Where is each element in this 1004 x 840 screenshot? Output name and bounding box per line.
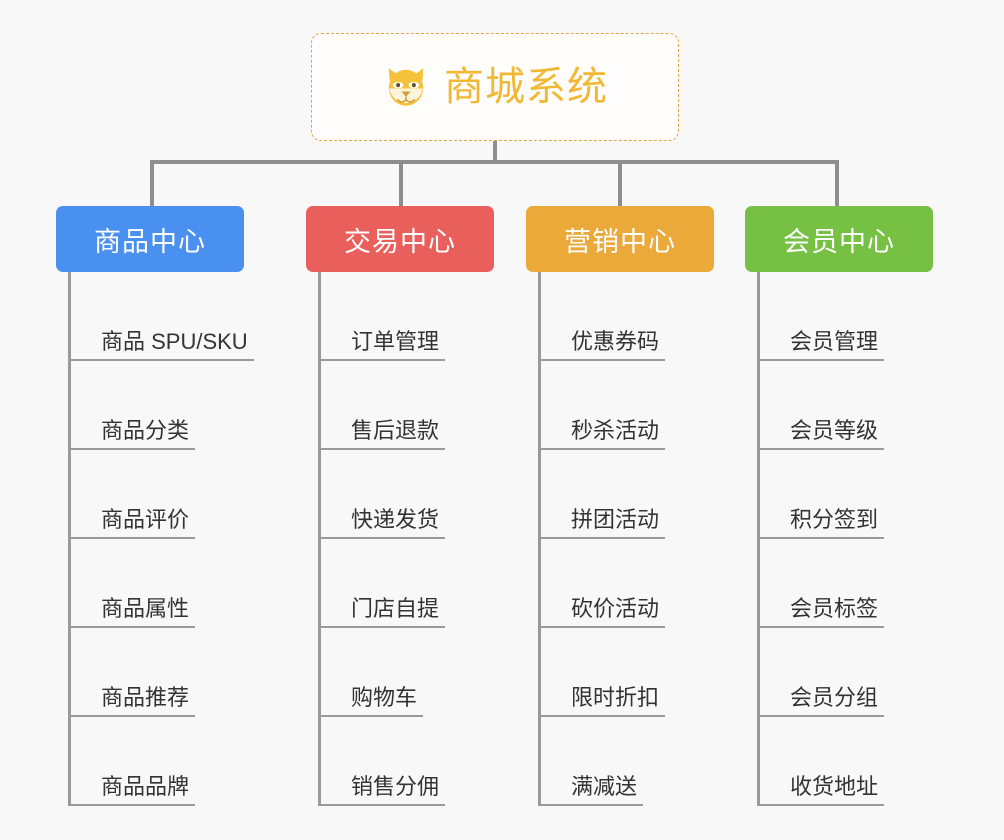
leaf-list-marketing-center: 优惠券码 秒杀活动 拼团活动 砍价活动 限时折扣 满减送 [538,272,714,806]
leaf-label: 购物车 [321,685,424,717]
category-title: 营销中心 [564,226,676,257]
shiba-inu-dog-face-icon [388,68,424,106]
list-item[interactable]: 积分签到 [760,450,933,539]
list-item[interactable]: 商品 SPU/SKU [71,272,254,361]
category-title: 会员中心 [783,226,895,257]
list-item[interactable]: 门店自提 [321,539,494,628]
leaf-label: 砍价活动 [541,596,666,628]
leaf-label: 限时折扣 [541,685,666,717]
connector-drop-3 [618,160,622,206]
leaf-label: 会员管理 [760,329,885,361]
list-item[interactable]: 拼团活动 [541,450,714,539]
list-item[interactable]: 优惠券码 [541,272,714,361]
list-item[interactable]: 购物车 [321,628,494,717]
leaf-label: 销售分佣 [321,774,446,806]
category-box-product-center[interactable]: 商品中心 [56,206,244,272]
leaf-list-product-center: 商品 SPU/SKU 商品分类 商品评价 商品属性 商品推荐 商品品牌 [68,272,254,806]
list-item[interactable]: 售后退款 [321,361,494,450]
leaf-label: 商品品牌 [71,774,196,806]
category-box-marketing-center[interactable]: 营销中心 [526,206,714,272]
category-box-trade-center[interactable]: 交易中心 [306,206,494,272]
leaf-label: 售后退款 [321,418,446,450]
list-item[interactable]: 会员分组 [760,628,933,717]
leaf-label: 秒杀活动 [541,418,666,450]
leaf-list-trade-center: 订单管理 售后退款 快递发货 门店自提 购物车 销售分佣 [318,272,494,806]
list-item[interactable]: 快递发货 [321,450,494,539]
leaf-label: 积分签到 [760,507,885,539]
column-product-center: 商品中心 商品 SPU/SKU 商品分类 商品评价 商品属性 商品推荐 商品品牌 [56,206,254,806]
root-node-title: 商城系统 [444,65,608,109]
leaf-label: 订单管理 [321,329,446,361]
list-item[interactable]: 会员等级 [760,361,933,450]
leaf-list-member-center: 会员管理 会员等级 积分签到 会员标签 会员分组 收货地址 [757,272,933,806]
leaf-label: 会员等级 [760,418,885,450]
connector-drop-2 [399,160,403,206]
connector-horizontal-bus [150,160,839,164]
list-item[interactable]: 砍价活动 [541,539,714,628]
category-title: 交易中心 [344,226,456,257]
leaf-label: 商品分类 [71,418,196,450]
list-item[interactable]: 会员标签 [760,539,933,628]
connector-drop-4 [835,160,839,206]
list-item[interactable]: 商品品牌 [71,717,244,806]
list-item[interactable]: 秒杀活动 [541,361,714,450]
leaf-label: 门店自提 [321,596,446,628]
leaf-label: 商品评价 [71,507,196,539]
category-box-member-center[interactable]: 会员中心 [745,206,933,272]
leaf-label: 快递发货 [321,507,446,539]
leaf-label: 会员标签 [760,596,885,628]
list-item[interactable]: 商品分类 [71,361,244,450]
list-item[interactable]: 限时折扣 [541,628,714,717]
leaf-label: 商品属性 [71,596,196,628]
list-item[interactable]: 销售分佣 [321,717,494,806]
list-item[interactable]: 商品属性 [71,539,244,628]
list-item[interactable]: 收货地址 [760,717,933,806]
leaf-label: 商品推荐 [71,685,196,717]
list-item[interactable]: 订单管理 [321,272,494,361]
connector-drop-1 [150,160,154,206]
column-trade-center: 交易中心 订单管理 售后退款 快递发货 门店自提 购物车 销售分佣 [306,206,494,806]
list-item[interactable]: 满减送 [541,717,714,806]
column-member-center: 会员中心 会员管理 会员等级 积分签到 会员标签 会员分组 收货地址 [745,206,933,806]
leaf-label: 拼团活动 [541,507,666,539]
column-marketing-center: 营销中心 优惠券码 秒杀活动 拼团活动 砍价活动 限时折扣 满减送 [526,206,714,806]
leaf-label: 会员分组 [760,685,885,717]
leaf-label: 满减送 [541,774,644,806]
list-item[interactable]: 会员管理 [760,272,933,361]
leaf-label: 商品 SPU/SKU [71,329,254,361]
list-item[interactable]: 商品评价 [71,450,244,539]
leaf-label: 优惠券码 [541,329,666,361]
connector-root-stem [493,141,497,163]
category-title: 商品中心 [94,226,206,257]
root-node-shop-system[interactable]: 商城系统 [311,33,679,141]
leaf-label: 收货地址 [760,774,885,806]
list-item[interactable]: 商品推荐 [71,628,244,717]
